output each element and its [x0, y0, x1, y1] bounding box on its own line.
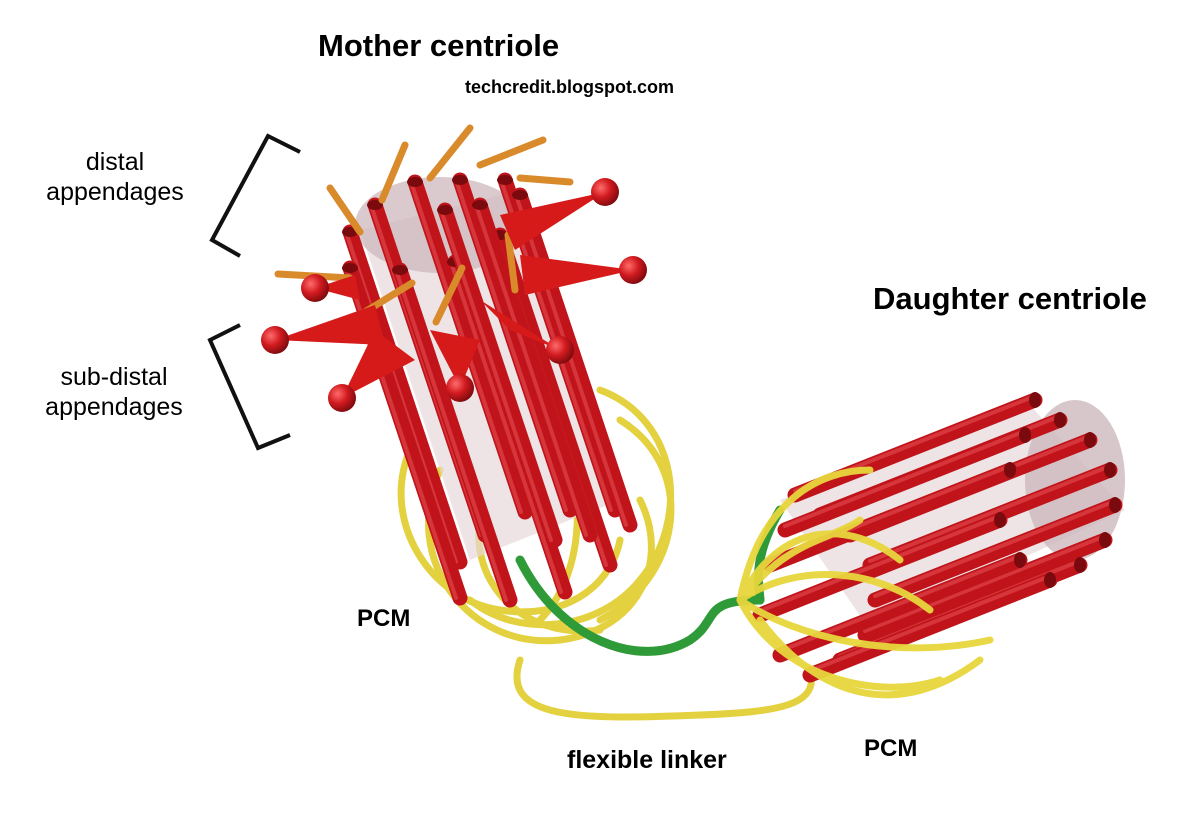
appendage-cone — [520, 255, 633, 295]
mother-microtubule-highlight — [514, 193, 628, 527]
daughter-microtubule-end — [1109, 497, 1121, 513]
flexible-linker-label: flexible linker — [567, 746, 727, 774]
mother-microtubule — [452, 172, 578, 518]
daughter-microtubule — [777, 427, 1033, 538]
appendage-cone — [430, 330, 480, 388]
daughter-microtubule-highlight — [783, 429, 1027, 528]
daughter-microtubule-highlight — [808, 574, 1052, 673]
mother-microtubule-highlight — [449, 260, 563, 594]
mother-microtubule-end — [497, 175, 513, 185]
daughter-microtubule-end — [994, 512, 1006, 528]
daughter-microtubule — [752, 512, 1008, 623]
pcm-daughter-ribbons — [736, 466, 994, 699]
distal-rod — [426, 124, 474, 182]
daughter-microtubule-end — [1029, 392, 1041, 408]
distal-appendages-label: distal appendages — [30, 148, 200, 207]
mother-microtubule-highlight — [474, 203, 588, 537]
mother-microtubule-highlight — [344, 230, 458, 564]
daughter-microtubule — [787, 392, 1043, 503]
mother-microtubule-highlight — [439, 208, 553, 542]
mother-microtubule — [512, 187, 638, 533]
daughter-microtubule — [802, 572, 1058, 683]
daughter-microtubule-end — [1099, 532, 1111, 548]
daughter-microtubule — [857, 532, 1113, 643]
pcm-right-label: PCM — [864, 735, 918, 762]
mother-microtubule-highlight — [454, 178, 568, 512]
daughter-microtubule-end — [1074, 557, 1086, 573]
distal-rod — [504, 231, 519, 294]
appendage-cone — [500, 192, 605, 250]
daughter-microtubule-end — [1054, 412, 1066, 428]
daughter-microtubule-highlight — [758, 514, 1002, 613]
appendage-cone — [342, 330, 415, 398]
daughter-microtubule-highlight — [868, 464, 1112, 563]
mother-microtubule-end — [437, 205, 453, 215]
subdistal-label-line2: appendages — [45, 392, 183, 421]
appendage-ball — [591, 178, 619, 206]
distal-rod — [326, 184, 364, 236]
appendage-ball — [546, 336, 574, 364]
mother-microtubule-end — [392, 265, 408, 275]
watermark-text: techcredit.blogspot.com — [465, 77, 675, 97]
daughter-centriole-label: Daughter centriole — [873, 281, 1147, 316]
subdistal-appendages-label: sub-distal appendages — [28, 363, 200, 422]
subdistal-label-line1: sub-distal — [60, 363, 168, 391]
distal-rod — [476, 136, 547, 169]
mother-microtubule — [472, 197, 598, 543]
subdistal-appendages — [261, 178, 647, 412]
daughter-microtubule-end — [1104, 462, 1116, 478]
appendage-cone — [315, 275, 360, 300]
appendage-cone — [480, 300, 560, 350]
appendage-ball — [446, 374, 474, 402]
appendage-ball — [301, 274, 329, 302]
daughter-microtubule-end — [1084, 432, 1096, 448]
mother-microtubule-end — [472, 200, 488, 210]
distal-rod — [432, 264, 466, 326]
mother-microtubule-end — [367, 200, 383, 210]
appendage-cone — [275, 305, 385, 345]
subdistal-bracket — [207, 323, 291, 451]
daughter-microtubule-end — [1004, 462, 1016, 478]
mother-centriole-label: Mother centriole — [318, 28, 560, 63]
appendage-ball — [328, 384, 356, 412]
mother-microtubule-end — [342, 227, 358, 237]
daughter-microtubule — [772, 552, 1028, 663]
daughter-microtubule-end — [1014, 552, 1026, 568]
mother-microtubule-end — [452, 175, 468, 185]
mother-microtubule-end — [407, 177, 423, 187]
distal-bracket — [209, 133, 301, 258]
daughter-microtubule — [867, 497, 1123, 608]
distal-label-line1: distal — [85, 148, 145, 176]
daughter-microtubule — [762, 462, 1018, 573]
mother-microtubule-end — [512, 190, 528, 200]
appendage-ball — [619, 256, 647, 284]
distal-label-line2: appendages — [46, 177, 184, 206]
daughter-microtubule-end — [1044, 572, 1056, 588]
distal-rod — [516, 174, 574, 186]
daughter-microtubule-highlight — [873, 499, 1117, 598]
mother-microtubule-end — [342, 263, 358, 273]
pcm-left-label: PCM — [357, 605, 411, 632]
mother-microtubule-highlight — [394, 268, 508, 602]
distal-rod — [378, 141, 409, 204]
mother-microtubule — [392, 262, 518, 608]
daughter-microtubule-end — [1019, 427, 1031, 443]
mother-microtubules — [342, 172, 638, 608]
daughter-microtubule-highlight — [863, 534, 1107, 633]
daughter-microtubules — [752, 392, 1123, 683]
appendage-ball — [261, 326, 289, 354]
mother-microtubule — [342, 224, 468, 570]
